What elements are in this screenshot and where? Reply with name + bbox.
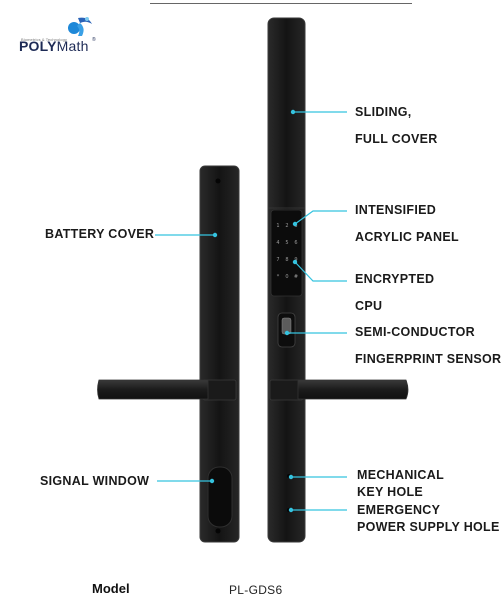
keypad-key: 3: [294, 223, 297, 229]
logo-wordmark: POLYMath: [19, 38, 89, 54]
logo-name-light: Math: [56, 38, 89, 54]
callout-cpu-line2: CPU: [355, 299, 383, 313]
callout-dots: [209, 109, 298, 513]
signal-window-panel: [207, 466, 233, 528]
model-value: PL-GDS6: [229, 583, 283, 597]
keypad-key: *: [277, 274, 280, 280]
callout-acrylic-panel-line1: INTENSIFIED: [355, 203, 437, 217]
keypad-key: 8: [285, 257, 288, 263]
polymath-logo-icon: [68, 17, 92, 36]
callout-battery-cover: BATTERY COVER: [45, 227, 155, 241]
logo-tagline: Biometrics & Technology: [21, 37, 68, 42]
callout-fingerprint-line2: FINGERPRINT SENSOR: [355, 352, 502, 366]
acrylic-keypad-panel: [270, 209, 303, 297]
model-label: Model: [92, 581, 130, 596]
interior-handle-lever: [97, 379, 209, 400]
logo-registered-mark: ®: [92, 37, 96, 43]
keypad-key: 7: [276, 257, 279, 263]
interior-bottom-screw-icon: [215, 528, 221, 534]
callout-emergency-line2: POWER SUPPLY HOLE: [357, 520, 500, 534]
callout-acrylic-panel-line2: ACRYLIC PANEL: [355, 230, 459, 244]
keypad-key: 1: [276, 223, 279, 229]
callout-line-cpu: [294, 261, 347, 282]
keypad-key: #: [294, 274, 298, 280]
interior-lock-body: [199, 165, 240, 543]
top-divider: [150, 3, 412, 4]
callout-sliding-cover-line2: FULL COVER: [355, 132, 438, 146]
callout-sliding-cover-line1: SLIDING,: [355, 105, 412, 119]
callout-lines: [155, 111, 347, 511]
keypad-key: 5: [285, 240, 288, 246]
keypad-key: 2: [285, 223, 288, 229]
callout-cpu-line1: ENCRYPTED: [355, 272, 435, 286]
callout-line-acrylic-panel: [294, 210, 347, 225]
keypad-key: 0: [285, 274, 288, 280]
keypad-key: 4: [276, 240, 279, 246]
callout-fingerprint-line1: SEMI-CONDUCTOR: [355, 325, 475, 339]
keypad-key: 9: [294, 257, 297, 263]
interior-top-screw-icon: [215, 178, 221, 184]
callout-key-hole-line2: KEY HOLE: [357, 485, 424, 499]
callout-emergency-line1: EMERGENCY: [357, 503, 441, 517]
callout-signal-window: SIGNAL WINDOW: [40, 474, 150, 488]
keypad-key: 6: [294, 240, 297, 246]
logo-name-bold: POLY: [19, 38, 57, 54]
interior-lock-unit: [97, 165, 240, 543]
callout-key-hole-line1: MECHANICAL: [357, 468, 445, 482]
exterior-handle-lever: [297, 379, 409, 400]
